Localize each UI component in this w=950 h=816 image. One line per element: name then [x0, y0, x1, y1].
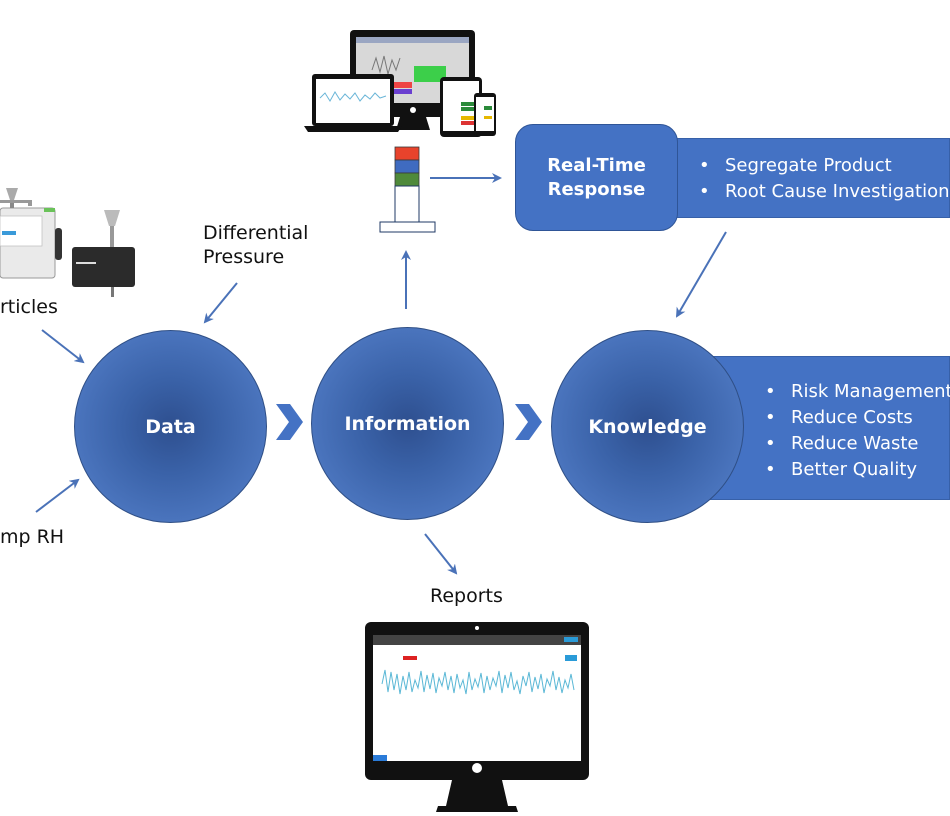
- stage-data-circle: Data: [74, 330, 267, 523]
- stack-light-icon: [379, 146, 436, 233]
- arrow-temp-rh-to-data: [35, 478, 80, 513]
- arrow-information-to-reports: [424, 533, 458, 575]
- multi-device-screens-icon: [304, 30, 496, 137]
- temp-rh-label: mp RH: [0, 526, 65, 548]
- real-time-response-title-line1: Real-Time: [547, 154, 646, 176]
- real-time-response-title-line2: Response: [547, 178, 646, 200]
- stage-data-label: Data: [145, 415, 196, 438]
- differential-pressure-label-line2: Pressure: [203, 246, 285, 268]
- benefit-item: Reduce Costs: [765, 405, 949, 431]
- real-time-response-box: Real-Time Response: [515, 124, 678, 231]
- arrow-response-to-knowledge: [675, 231, 727, 318]
- benefit-item: Reduce Waste: [765, 431, 949, 457]
- stage-knowledge-circle: Knowledge: [551, 330, 744, 523]
- report-monitor-icon: [365, 622, 589, 812]
- stage-information-label: Information: [344, 412, 471, 435]
- reports-label: Reports: [430, 585, 503, 607]
- real-time-response-actions-panel: Segregate Product Root Cause Investigati…: [660, 138, 950, 218]
- particles-label: rticles: [0, 296, 58, 318]
- differential-pressure-label-line1: Differential: [203, 222, 309, 244]
- chevron-information-to-knowledge-icon: [515, 404, 542, 440]
- benefit-item: Better Quality: [765, 457, 949, 483]
- response-action-item: Segregate Product: [699, 153, 949, 179]
- arrow-pressure-to-data: [203, 282, 238, 324]
- benefit-item: Risk Management: [765, 379, 950, 405]
- arrow-particles-to-data: [41, 329, 85, 364]
- stage-knowledge-label: Knowledge: [588, 415, 707, 438]
- particle-counter-devices-icon: [0, 188, 135, 297]
- response-action-item: Root Cause Investigation: [699, 179, 950, 205]
- stage-information-circle: Information: [311, 327, 504, 520]
- chevron-data-to-information-icon: [276, 404, 303, 440]
